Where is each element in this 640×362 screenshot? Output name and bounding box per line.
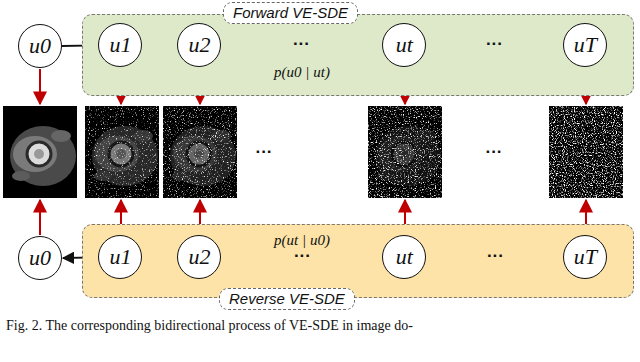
noise-image xyxy=(549,106,623,198)
state-label: uT xyxy=(574,246,597,268)
state-label: ut xyxy=(396,246,413,268)
state-circle: uT xyxy=(563,235,607,279)
state-label: uT xyxy=(574,34,597,56)
state-label: u2 xyxy=(188,34,210,56)
state-circle: u2 xyxy=(177,23,221,67)
noisy-image xyxy=(368,106,442,198)
ellipsis: ··· xyxy=(291,248,314,264)
process-panel: Forward VE-SDEu1u2utuT xyxy=(82,14,634,96)
ellipsis: ··· xyxy=(483,144,506,160)
panel-title: Forward VE-SDE xyxy=(223,2,358,24)
noisy-image xyxy=(163,106,237,198)
mri-image xyxy=(3,106,77,198)
state-circle: u1 xyxy=(98,235,142,279)
panel-title: Reverse VE-SDE xyxy=(219,288,355,310)
state-circle: u2 xyxy=(177,235,221,279)
ellipsis: ··· xyxy=(290,36,313,52)
noisy-image xyxy=(85,106,159,198)
state-label: u0 xyxy=(29,247,51,269)
state-circle: ut xyxy=(382,23,426,67)
state-circle: u0 xyxy=(18,24,62,68)
ellipsis: ··· xyxy=(253,144,276,160)
ellipsis: ··· xyxy=(483,36,506,52)
state-label: u0 xyxy=(29,35,51,57)
state-label: ut xyxy=(396,34,413,56)
probability-label: p(ut | u0) xyxy=(274,231,330,249)
state-label: u1 xyxy=(109,246,131,268)
state-circle: uT xyxy=(563,23,607,67)
state-circle: u1 xyxy=(98,23,142,67)
probability-label: p(u0 | ut) xyxy=(274,63,330,81)
figure-caption: Fig. 2. The corresponding bidirectional … xyxy=(6,318,634,334)
state-circle: ut xyxy=(382,235,426,279)
process-panel: Reverse VE-SDEu1u2utuT xyxy=(82,224,634,298)
ellipsis: ··· xyxy=(484,248,507,264)
state-circle: u0 xyxy=(18,236,62,280)
state-label: u1 xyxy=(109,34,131,56)
state-label: u2 xyxy=(188,246,210,268)
